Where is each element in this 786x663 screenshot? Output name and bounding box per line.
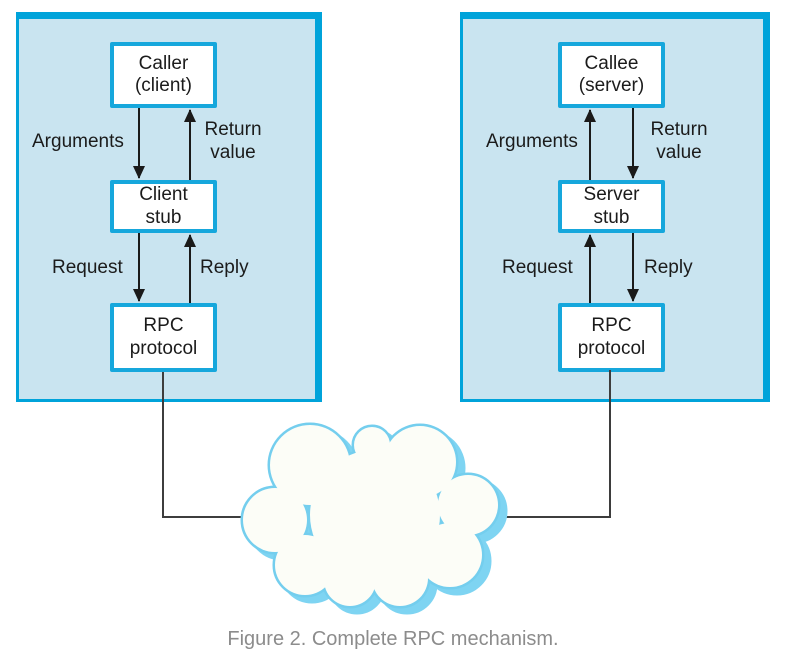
server-request-label: Request [502,257,573,278]
client-rpc-protocol-box: RPC protocol [110,303,217,372]
server-arguments-label: Arguments [486,131,578,152]
callee-server-box: Callee (server) [558,42,665,108]
client-arguments-label: Arguments [32,131,124,152]
client-reply-label: Reply [200,257,249,278]
figure-caption: Figure 2. Complete RPC mechanism. [227,628,559,650]
client-request-label: Request [52,257,123,278]
cloud-icon [243,425,505,612]
server-rpc-protocol-box: RPC protocol [558,303,665,372]
server-reply-label: Reply [644,257,693,278]
client-stub-box: Client stub [110,180,217,233]
caller-client-box: Caller (client) [110,42,217,108]
server-return-value-label: Return value [650,119,708,164]
client-return-value-label: Return value [204,119,262,164]
server-stub-box: Server stub [558,180,665,233]
